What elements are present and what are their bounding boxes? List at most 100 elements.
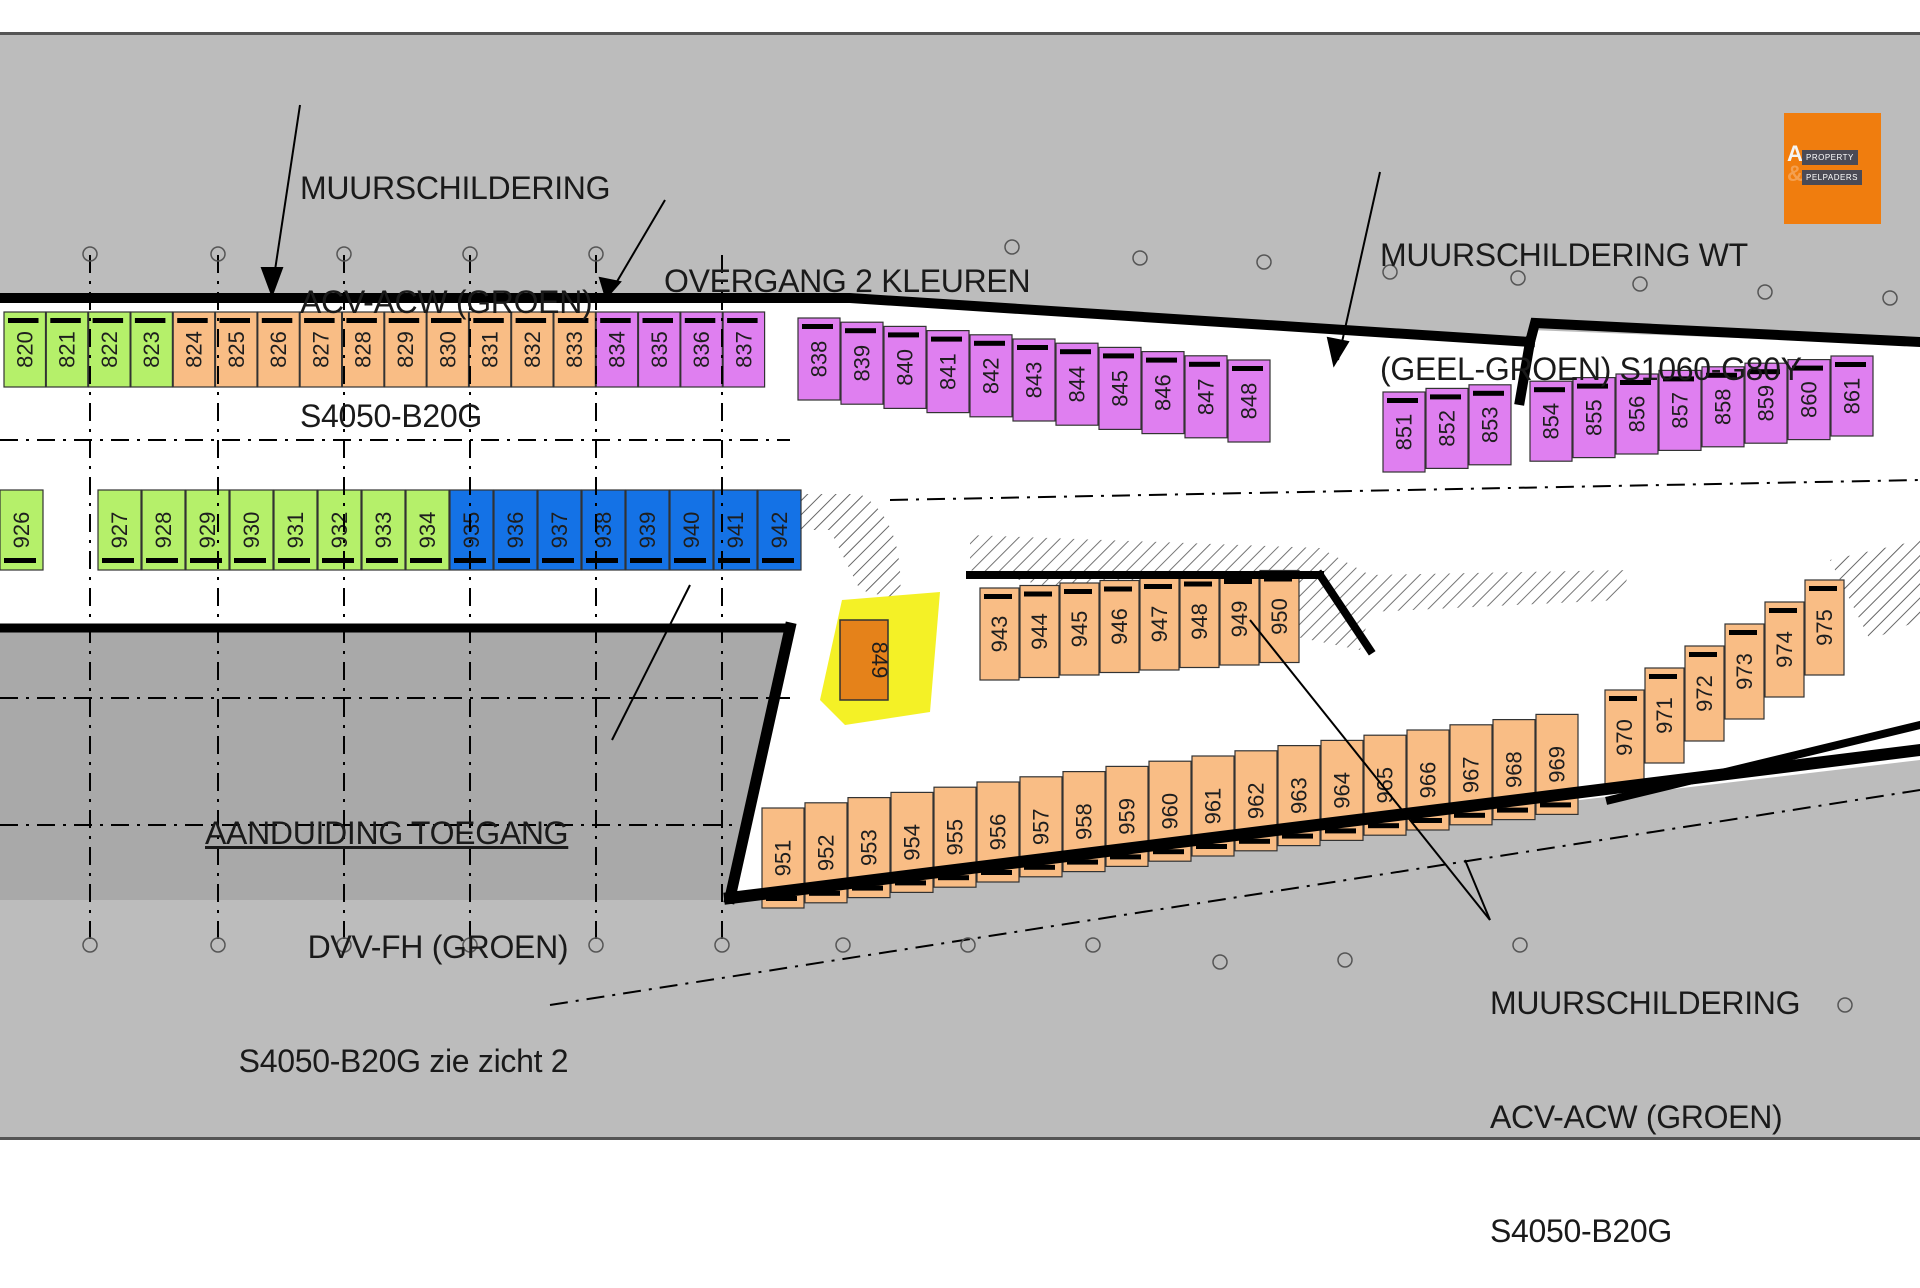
unit-941[interactable]: 941	[713, 489, 758, 571]
unit-number: 847	[1194, 378, 1219, 415]
unit-840[interactable]: 840	[883, 325, 927, 409]
unit-929[interactable]: 929	[185, 489, 230, 571]
unit-860[interactable]: 860	[1787, 359, 1831, 441]
unit-number: 860	[1797, 381, 1822, 418]
unit-858[interactable]: 858	[1701, 366, 1745, 448]
unit-851[interactable]: 851	[1382, 391, 1426, 473]
unit-824[interactable]: 824	[172, 311, 216, 388]
unit-943[interactable]: 943	[979, 587, 1020, 681]
unit-945[interactable]: 945	[1059, 582, 1100, 676]
unit-859[interactable]: 859	[1744, 362, 1788, 444]
unit-number: 829	[393, 331, 418, 368]
unit-853[interactable]: 853	[1468, 384, 1512, 466]
unit-938[interactable]: 938	[581, 489, 626, 571]
unit-934[interactable]: 934	[405, 489, 450, 571]
unit-947[interactable]: 947	[1139, 577, 1180, 671]
unit-950[interactable]: 950	[1259, 569, 1300, 664]
unit-948[interactable]: 948	[1179, 574, 1220, 669]
unit-926[interactable]: 926	[0, 489, 44, 571]
logo-letter-a: A	[1787, 141, 1803, 166]
grid-bubbles	[82, 239, 1898, 1013]
unit-936[interactable]: 936	[493, 489, 538, 571]
unit-856[interactable]: 856	[1615, 373, 1659, 455]
unit-834[interactable]: 834	[595, 311, 639, 388]
unit-854[interactable]: 854	[1529, 380, 1573, 462]
unit-857[interactable]: 857	[1658, 369, 1702, 451]
unit-838[interactable]: 838	[797, 317, 841, 401]
svg-text:849: 849	[867, 642, 892, 679]
unit-821[interactable]: 821	[45, 311, 89, 388]
unit-949[interactable]: 949	[1219, 572, 1260, 666]
unit-946[interactable]: 946	[1099, 579, 1140, 674]
unit-973[interactable]: 973	[1724, 623, 1765, 720]
unit-928[interactable]: 928	[141, 489, 186, 571]
unit-930[interactable]: 930	[229, 489, 274, 571]
unit-number: 855	[1582, 399, 1607, 436]
unit-931[interactable]: 931	[273, 489, 318, 571]
unit-861[interactable]: 861	[1830, 355, 1874, 437]
unit-827[interactable]: 827	[299, 311, 343, 388]
unit-833[interactable]: 833	[553, 311, 597, 388]
unit-822[interactable]: 822	[87, 311, 131, 388]
unit-number: 954	[900, 824, 925, 861]
unit-number: 967	[1459, 756, 1484, 793]
unit-820[interactable]: 820	[3, 311, 47, 388]
unit-932[interactable]: 932	[317, 489, 362, 571]
unit-number: 852	[1435, 410, 1460, 447]
unit-829[interactable]: 829	[384, 311, 427, 388]
annotation-line: MUURSCHILDERING	[300, 170, 611, 206]
unit-number: 821	[55, 331, 80, 368]
unit-837[interactable]: 837	[722, 311, 766, 388]
unit-927[interactable]: 927	[97, 489, 142, 571]
unit-940[interactable]: 940	[669, 489, 714, 571]
unit-841[interactable]: 841	[926, 330, 970, 414]
unit-847[interactable]: 847	[1184, 355, 1228, 439]
unit-number: 845	[1108, 370, 1133, 407]
unit-933[interactable]: 933	[361, 489, 406, 571]
unit-846[interactable]: 846	[1141, 351, 1185, 435]
unit-942[interactable]: 942	[757, 489, 802, 571]
unit-848[interactable]: 848	[1227, 359, 1271, 443]
unit-944[interactable]: 944	[1019, 584, 1060, 679]
unit-974[interactable]: 974	[1764, 601, 1805, 698]
unit-number: 968	[1502, 751, 1527, 788]
annotation-mural-bottom-right: MUURSCHILDERING ACV-ACW (GROEN) S4050-B2…	[1490, 908, 1801, 1288]
highlighted-unit-849[interactable]: 849	[820, 592, 940, 725]
unit-970[interactable]: 970	[1604, 689, 1645, 786]
unit-937[interactable]: 937	[537, 489, 582, 571]
unit-826[interactable]: 826	[257, 311, 300, 388]
unit-842[interactable]: 842	[969, 334, 1013, 418]
unit-935[interactable]: 935	[449, 489, 494, 571]
unit-939[interactable]: 939	[625, 489, 670, 571]
unit-830[interactable]: 830	[426, 311, 470, 388]
logo-line-pelpaders: PELPADERS	[1802, 170, 1862, 185]
unit-836[interactable]: 836	[680, 311, 723, 388]
annotation-line: ACV-ACW (GROEN)	[1490, 1099, 1783, 1135]
unit-number: 842	[979, 357, 1004, 394]
unit-852[interactable]: 852	[1425, 387, 1469, 469]
unit-number: 930	[239, 512, 264, 549]
annotation-mural-top-left: MUURSCHILDERING ACV-ACW (GROEN) S4050-B2…	[300, 93, 611, 473]
unit-number: 838	[807, 341, 832, 378]
unit-832[interactable]: 832	[511, 311, 554, 388]
unit-975[interactable]: 975	[1804, 579, 1845, 676]
unit-number: 936	[503, 512, 528, 549]
unit-843[interactable]: 843	[1012, 338, 1056, 422]
unit-828[interactable]: 828	[341, 311, 385, 388]
unit-831[interactable]: 831	[468, 311, 512, 388]
unit-number: 947	[1147, 606, 1172, 643]
unit-number: 955	[943, 819, 968, 856]
unit-835[interactable]: 835	[637, 311, 681, 388]
unit-number: 825	[224, 331, 249, 368]
unit-number: 851	[1392, 414, 1417, 451]
unit-839[interactable]: 839	[840, 321, 884, 405]
unit-825[interactable]: 825	[214, 311, 258, 388]
unit-845[interactable]: 845	[1098, 346, 1142, 430]
unit-number: 853	[1478, 406, 1503, 443]
unit-number: 858	[1711, 388, 1736, 425]
unit-971[interactable]: 971	[1644, 667, 1685, 764]
unit-972[interactable]: 972	[1684, 645, 1725, 742]
unit-855[interactable]: 855	[1572, 377, 1616, 459]
unit-844[interactable]: 844	[1055, 342, 1099, 426]
unit-823[interactable]: 823	[130, 311, 173, 388]
